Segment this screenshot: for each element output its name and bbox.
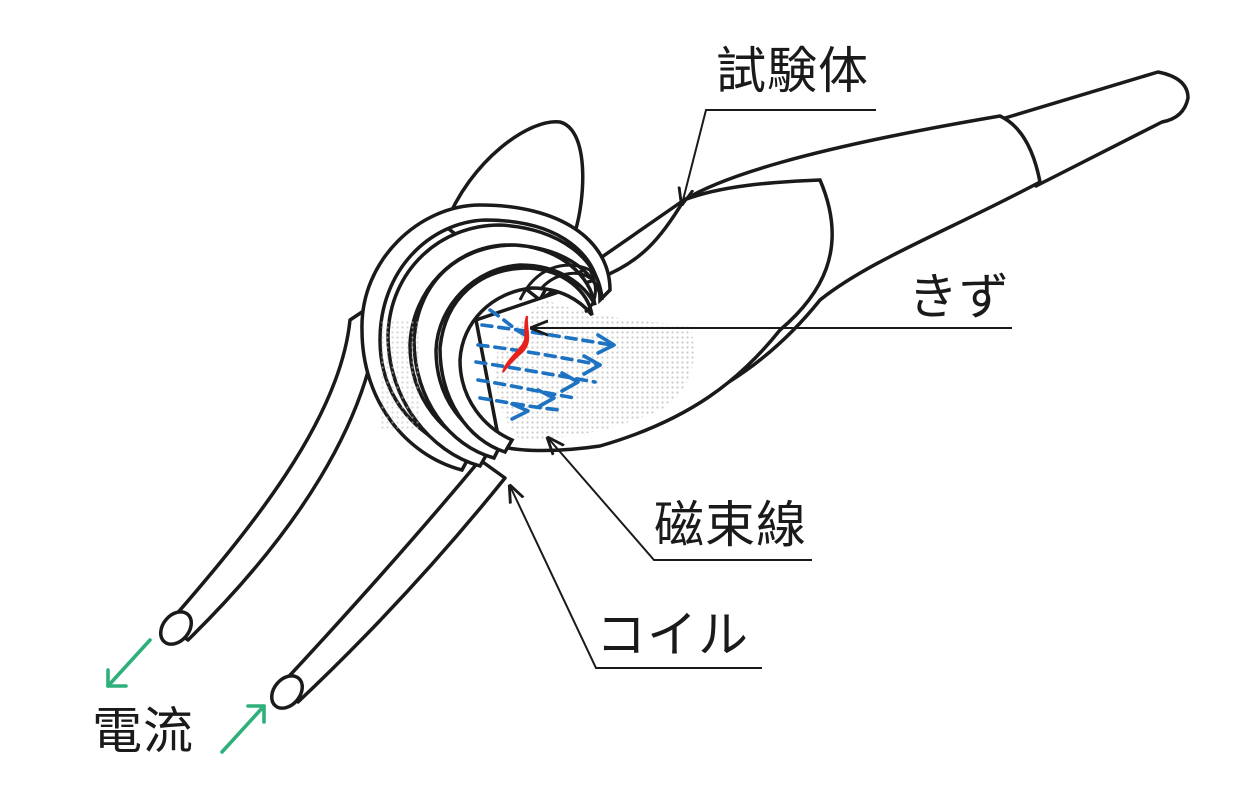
arrow-up-right-icon bbox=[220, 704, 266, 754]
label-specimen: 試験体 bbox=[716, 42, 869, 100]
coil-windings bbox=[360, 203, 612, 473]
label-flux-lines: 磁束線 bbox=[654, 496, 807, 554]
label-flaw: きず bbox=[908, 268, 1010, 326]
flux-arrowheads bbox=[510, 333, 616, 421]
arrow-down-left-icon bbox=[106, 638, 152, 688]
leader-lines bbox=[510, 109, 1012, 669]
flaw-crack-icon bbox=[502, 315, 530, 373]
label-coil: コイル bbox=[596, 606, 749, 664]
coil-leads bbox=[158, 298, 507, 710]
coil-shading bbox=[380, 320, 420, 430]
label-current: 電流 bbox=[92, 702, 194, 760]
flux-lines bbox=[474, 308, 614, 412]
